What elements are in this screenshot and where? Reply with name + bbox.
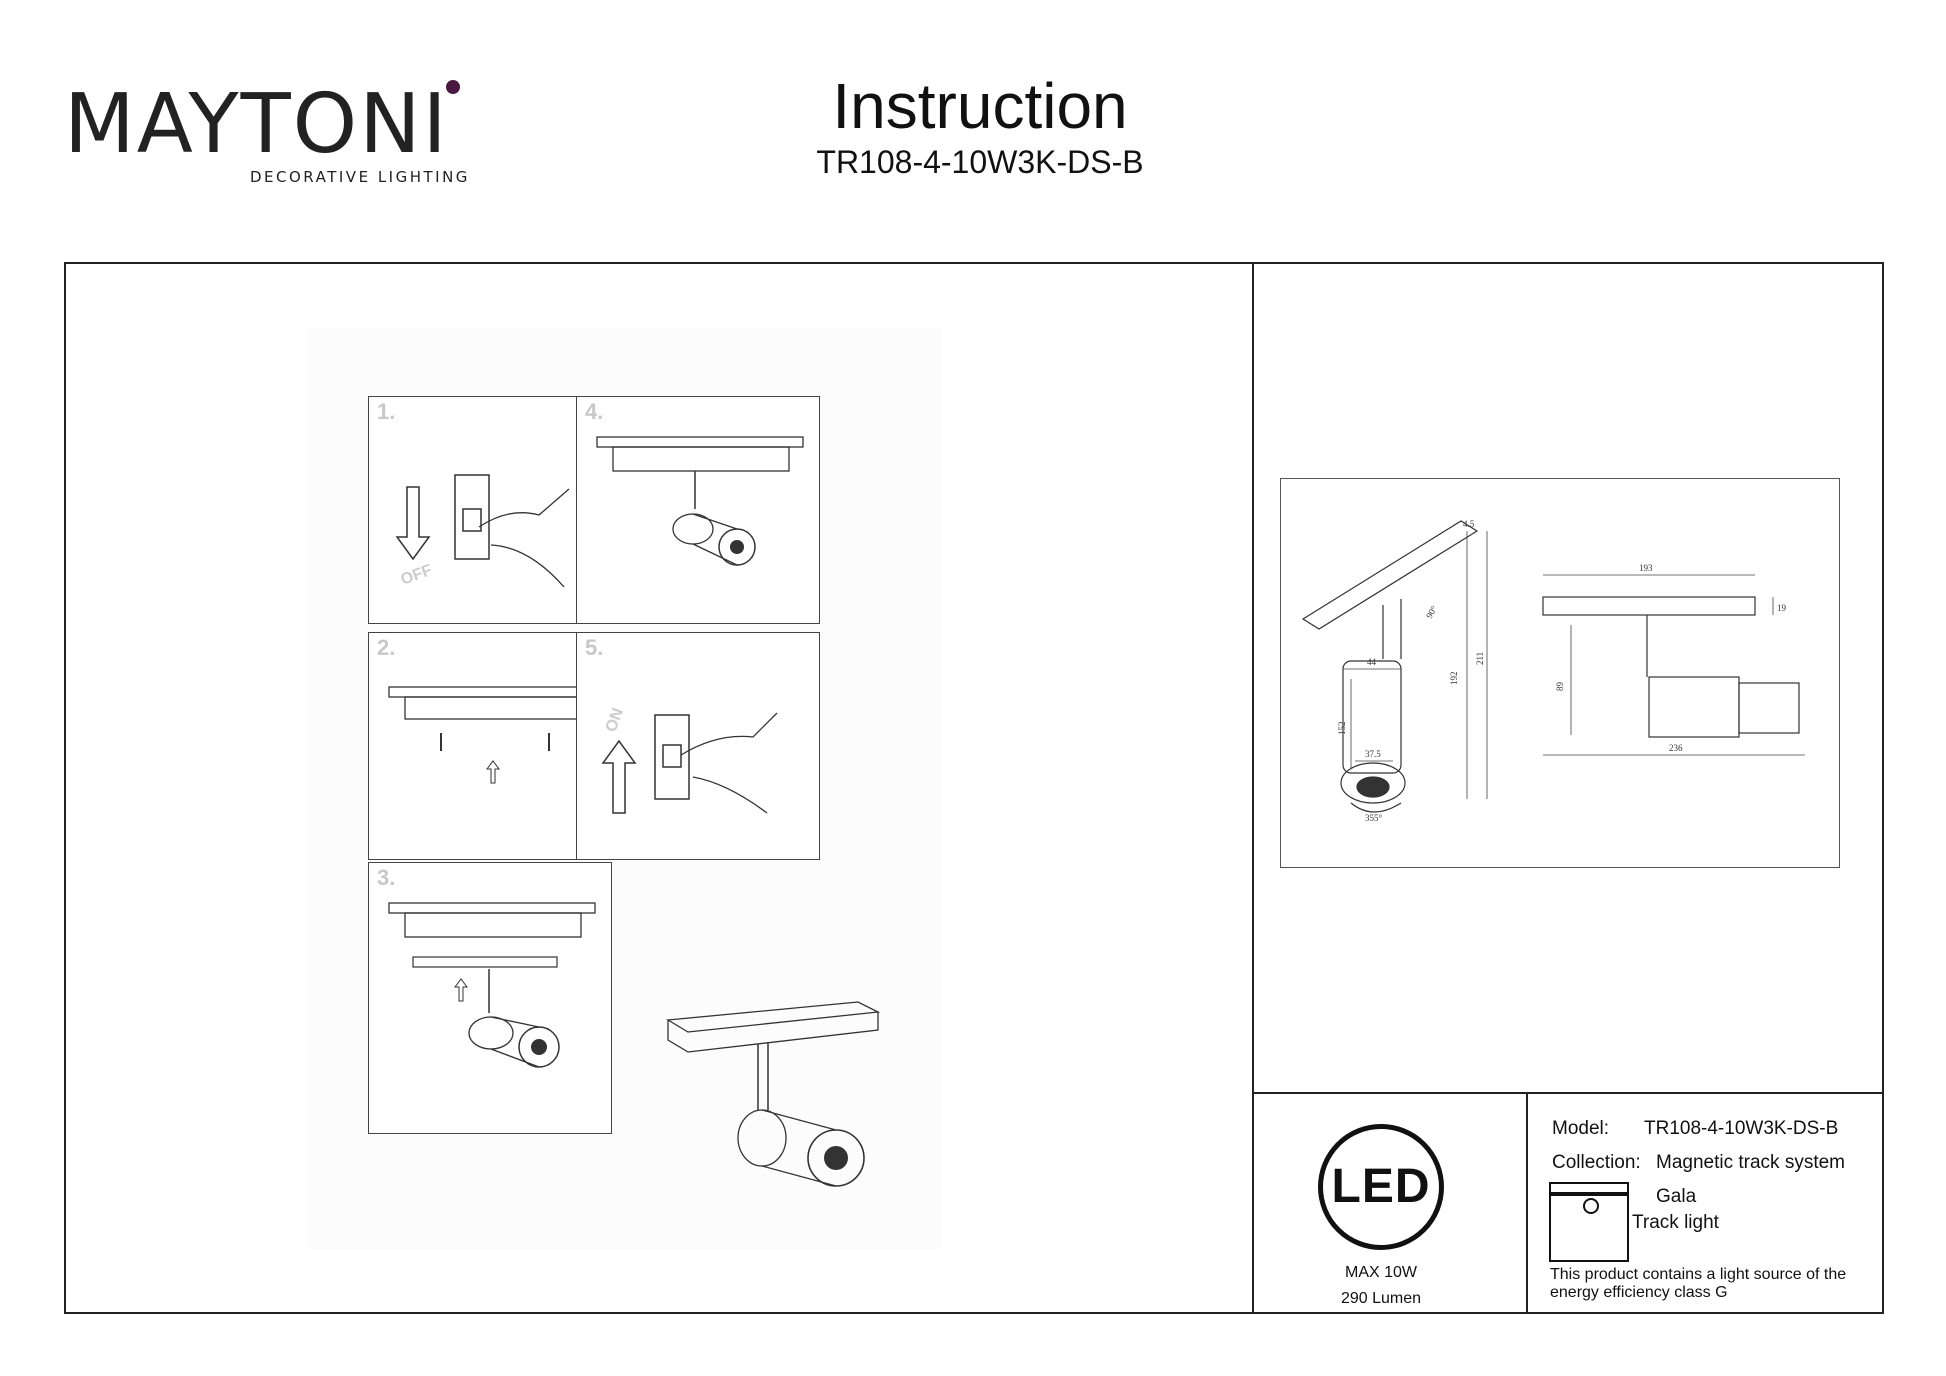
installation-steps-panel: 1. OFF 2. 3. bbox=[308, 328, 942, 1250]
step-3-box: 3. bbox=[368, 862, 612, 1134]
collection-value: Magnetic track system bbox=[1656, 1152, 1845, 1173]
dim-label: 19 bbox=[1777, 603, 1787, 613]
switch-off-illustration: OFF bbox=[395, 474, 570, 589]
led-badge-icon: LED bbox=[1318, 1124, 1444, 1250]
main-frame bbox=[64, 262, 1884, 1314]
page-title: Instruction bbox=[832, 70, 1128, 142]
switch-on-label: ON bbox=[603, 706, 627, 734]
dim-label: 152 bbox=[1337, 722, 1347, 736]
divider-vertical-info bbox=[1526, 1092, 1528, 1314]
dimension-svg: 4.5 192 211 44 152 37.5 355° 90° 193 19 … bbox=[1301, 519, 1805, 823]
dim-label: 4.5 bbox=[1463, 519, 1475, 529]
track-light-icon bbox=[1549, 1182, 1629, 1262]
model-label: Model: bbox=[1552, 1118, 1610, 1139]
step-number: 5. bbox=[585, 635, 604, 660]
dim-label: 44 bbox=[1367, 657, 1377, 667]
dim-label: 192 bbox=[1449, 672, 1459, 686]
dim-label: 355° bbox=[1365, 813, 1383, 823]
collection-label: Collection: bbox=[1552, 1152, 1641, 1173]
energy-note-line1: This product contains a light source of … bbox=[1550, 1266, 1847, 1283]
step-2-box: 2. bbox=[368, 632, 612, 860]
dim-label: 211 bbox=[1475, 652, 1485, 665]
mounted-track-illustration bbox=[596, 436, 804, 566]
divider-horizontal-info bbox=[1252, 1092, 1884, 1094]
logo-accent-dot bbox=[446, 80, 460, 94]
page-subtitle-model: TR108-4-10W3K-DS-B bbox=[816, 144, 1144, 180]
led-lumen: 290 Lumen bbox=[1340, 1290, 1422, 1307]
step-4-box: 4. bbox=[576, 396, 820, 624]
model-value: TR108-4-10W3K-DS-B bbox=[1644, 1118, 1839, 1139]
switch-off-label: OFF bbox=[399, 562, 435, 589]
dim-label: 236 bbox=[1669, 743, 1683, 753]
collection-sub: Gala bbox=[1656, 1186, 1697, 1207]
energy-note-line2: energy efficiency class G bbox=[1550, 1284, 1728, 1301]
led-power: MAX 10W bbox=[1344, 1264, 1417, 1281]
dim-label: 90° bbox=[1424, 604, 1439, 620]
dim-label: 193 bbox=[1639, 563, 1653, 573]
brand-tagline: DECORATIVE LIGHTING bbox=[250, 168, 470, 186]
switch-on-illustration: ON bbox=[601, 706, 778, 814]
divider-vertical-main bbox=[1252, 262, 1254, 1314]
dim-label: 37.5 bbox=[1365, 749, 1381, 759]
product-type: Track light bbox=[1632, 1212, 1719, 1233]
step-number: 3. bbox=[377, 865, 396, 890]
brand-logo: MAYTONI bbox=[64, 77, 449, 172]
track-attach-illustration bbox=[388, 902, 596, 1068]
dimension-drawing: 4.5 192 211 44 152 37.5 355° 90° 193 19 … bbox=[1280, 478, 1840, 868]
step-1-box: 1. OFF bbox=[368, 396, 612, 624]
step-5-box: 5. ON bbox=[576, 632, 820, 860]
dim-label: 89 bbox=[1555, 682, 1565, 692]
step-number: 2. bbox=[377, 635, 396, 660]
step-number: 4. bbox=[585, 399, 604, 424]
step-number: 1. bbox=[377, 399, 396, 424]
product-perspective-view bbox=[665, 1001, 881, 1187]
